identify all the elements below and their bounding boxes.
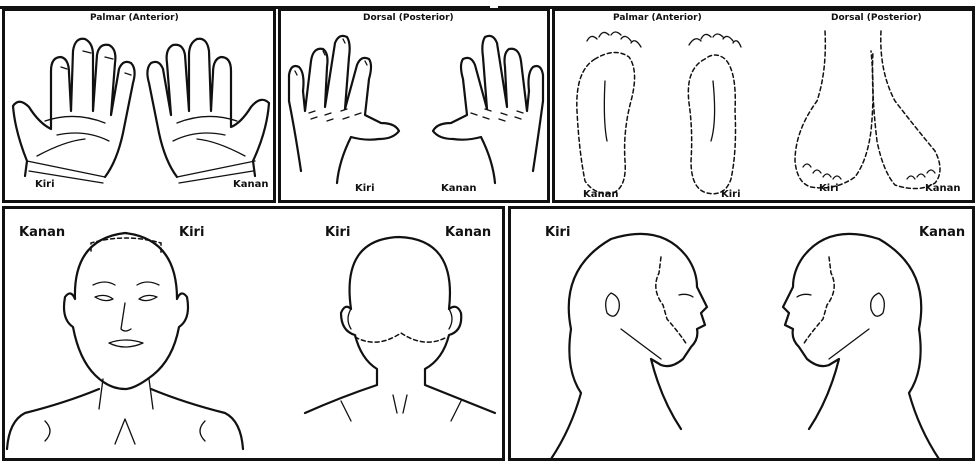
right-label: Kanan: [441, 183, 477, 194]
head-profile-left: [549, 232, 709, 461]
feet-dorsal-header: Dorsal (Posterior): [831, 13, 922, 23]
head-front-left-label: Kanan: [19, 225, 66, 240]
panel-header: Dorsal (Posterior): [363, 13, 454, 23]
right-hand-dorsal: [431, 34, 545, 185]
head-profile-right: [781, 232, 941, 461]
right-label: Kanan: [233, 179, 269, 190]
feet-palmar-right-label: Kiri: [721, 189, 741, 200]
right-hand-palm: [146, 37, 271, 184]
feet-dorsal-right-label: Kanan: [925, 183, 961, 194]
head-front-back-drawing: [5, 231, 497, 451]
left-foot-dorsal: [794, 30, 874, 189]
left-label: Kiri: [35, 179, 55, 190]
head-back-left-label: Kiri: [325, 225, 351, 240]
feet-palmar-header: Palmar (Anterior): [613, 13, 702, 23]
left-label: Kiri: [355, 183, 375, 194]
head-front: [5, 231, 245, 451]
panel-feet: Palmar (Anterior) Dorsal (Posterior): [552, 8, 975, 203]
feet-drawing: [576, 30, 941, 195]
head-back: [303, 235, 497, 422]
feet-palmar-left-label: Kanan: [583, 189, 619, 200]
palm-hands-drawing: [11, 37, 271, 184]
head-front-right-label: Kiri: [179, 225, 205, 240]
panel-head-front-back: Kanan Kiri Kiri Kanan: [2, 206, 505, 461]
panel-hands-dorsal: Dorsal (Posterior) Kiri Kanan: [278, 8, 550, 203]
head-back-right-label: Kanan: [445, 225, 492, 240]
head-side-left-label: Kiri: [545, 225, 571, 240]
panel-head-sides: Kiri Kanan: [508, 206, 975, 461]
head-side-right-label: Kanan: [919, 225, 966, 240]
left-hand-palm: [11, 37, 136, 184]
panel-header: Palmar (Anterior): [90, 13, 179, 23]
right-foot-dorsal: [871, 30, 941, 190]
top-border-left: [0, 0, 490, 9]
panel-hands-palmar: Palmar (Anterior) Kiri Kanan: [2, 8, 276, 203]
left-hand-dorsal: [287, 34, 401, 185]
left-sole: [576, 31, 642, 195]
right-sole: [687, 33, 742, 195]
head-sides-drawing: [549, 232, 941, 461]
top-border-right: [498, 0, 975, 9]
dorsal-hands-drawing: [287, 34, 545, 185]
feet-dorsal-left-label: Kiri: [819, 183, 839, 194]
